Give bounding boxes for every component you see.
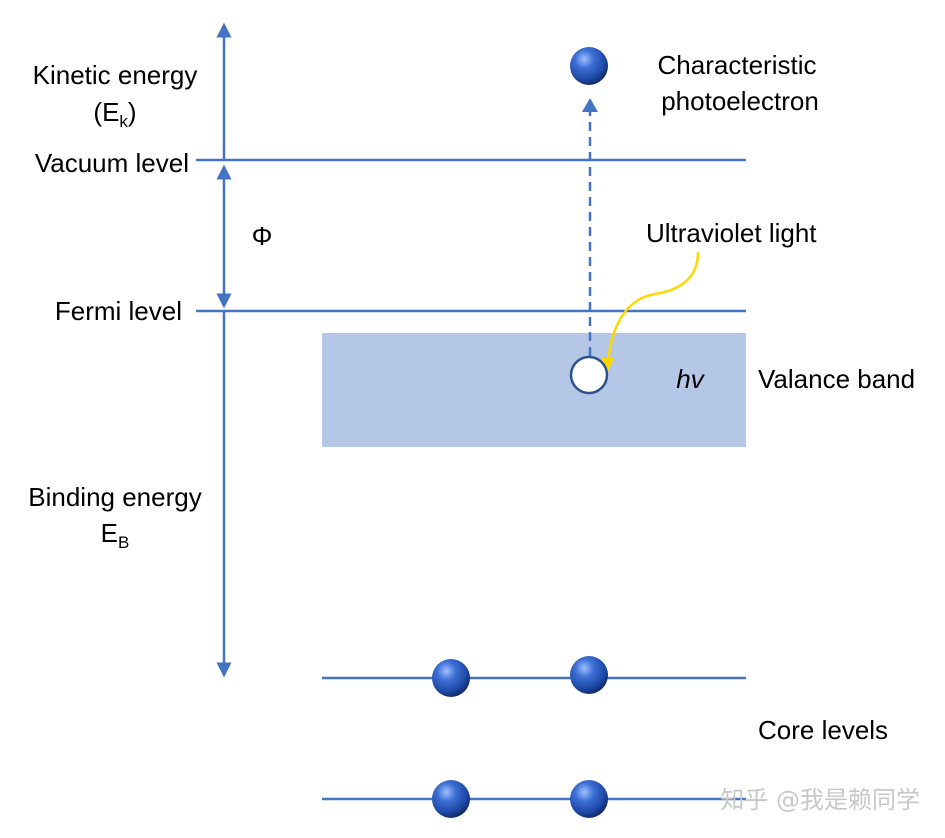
fermi-level-label: Fermi level <box>55 296 182 326</box>
ultraviolet-arrowhead <box>601 358 614 372</box>
ultraviolet-light-label: Ultraviolet light <box>646 218 817 248</box>
photoelectron-label-line1: Characteristic <box>658 50 817 80</box>
vacuum-level-label: Vacuum level <box>35 148 189 178</box>
photoelectron-arrowhead <box>582 98 598 112</box>
photon-energy-label: hv <box>676 364 705 394</box>
binding-energy-label: Binding energy <box>28 482 201 512</box>
kinetic-energy-symbol: (Ek) <box>93 97 136 131</box>
core-electron-icon <box>432 659 470 697</box>
kinetic-energy-label: Kinetic energy <box>33 60 198 90</box>
ultraviolet-light-arrow <box>606 251 700 363</box>
photoelectron-icon <box>570 47 608 85</box>
core-electron-icon <box>570 780 608 818</box>
core-electron-icon <box>432 780 470 818</box>
binding-energy-symbol: EB <box>101 518 130 552</box>
valance-band-label: Valance band <box>758 364 915 394</box>
core-electron-icon <box>570 656 608 694</box>
hole-icon <box>569 355 609 395</box>
valence-band-region <box>322 333 746 447</box>
work-function-label: Φ <box>252 221 273 251</box>
watermark-text: 知乎 @我是赖同学 <box>720 786 920 814</box>
core-levels-label: Core levels <box>758 715 888 745</box>
photoelectron-label-line2: photoelectron <box>661 86 819 116</box>
